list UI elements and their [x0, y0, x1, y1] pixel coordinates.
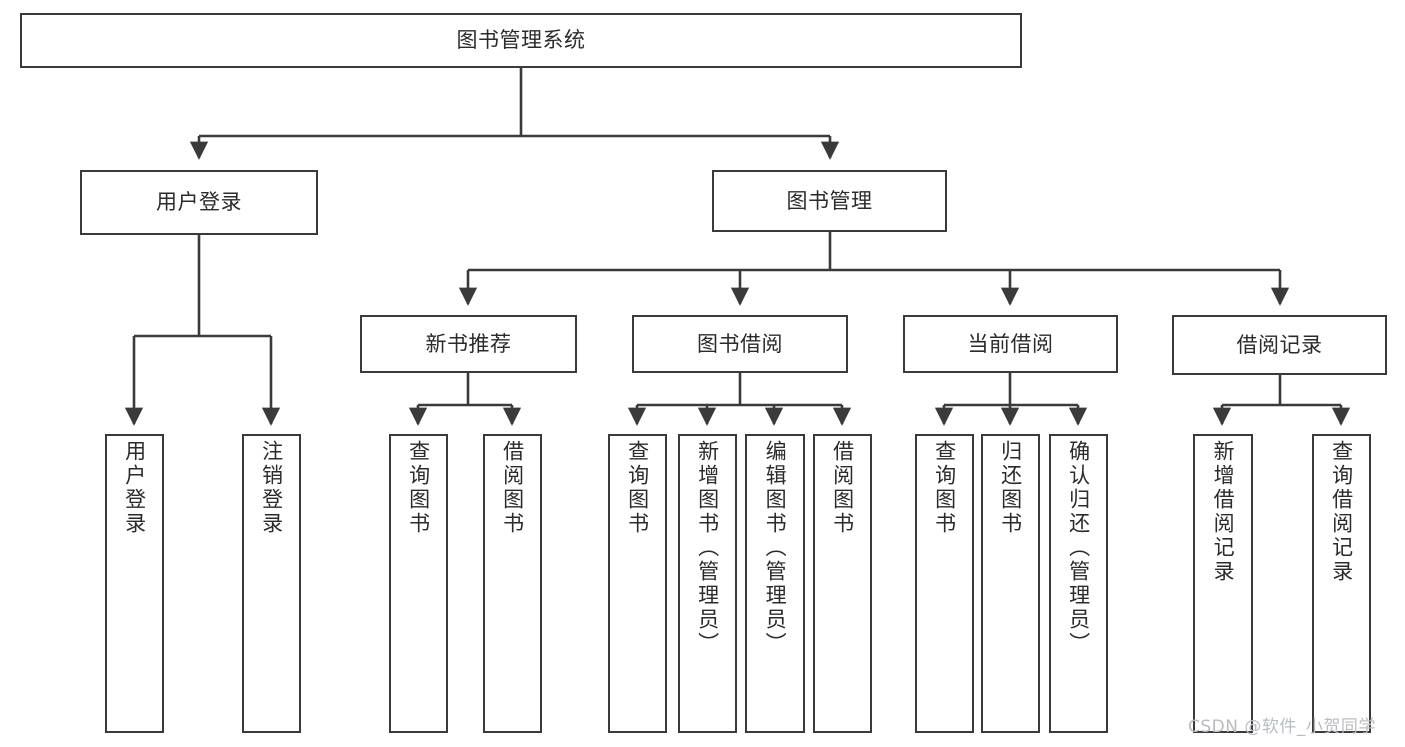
node-leaf-query-borrow-record[interactable]: 查询借阅记录	[1312, 434, 1371, 733]
node-leaf-query-book-borrow[interactable]: 查询图书	[608, 434, 667, 733]
node-label: 新增借阅记录	[1211, 440, 1236, 584]
node-borrow-record[interactable]: 借阅记录	[1172, 315, 1387, 375]
node-label: 注销登录	[259, 440, 284, 536]
node-leaf-add-book-admin[interactable]: 新增图书（管理员）	[678, 434, 737, 733]
node-label: 借阅记录	[1236, 332, 1323, 357]
node-label: 新增图书（管理员）	[695, 440, 720, 656]
node-label: 查询图书	[406, 440, 431, 536]
node-label: 编辑图书（管理员）	[763, 440, 788, 656]
node-new-book-recommend[interactable]: 新书推荐	[360, 315, 577, 373]
node-label: 查询图书	[625, 440, 650, 536]
node-leaf-user-login[interactable]: 用户登录	[105, 434, 164, 733]
node-leaf-query-book-current[interactable]: 查询图书	[915, 434, 974, 733]
node-label: 借阅图书	[830, 440, 855, 536]
node-root-system[interactable]: 图书管理系统	[20, 13, 1022, 68]
node-user-login[interactable]: 用户登录	[80, 170, 318, 235]
node-leaf-add-borrow-record[interactable]: 新增借阅记录	[1193, 434, 1253, 733]
node-label: 用户登录	[156, 190, 242, 215]
node-leaf-return-book[interactable]: 归还图书	[981, 434, 1040, 733]
node-book-borrow[interactable]: 图书借阅	[632, 315, 848, 373]
node-leaf-borrow-book[interactable]: 借阅图书	[813, 434, 872, 733]
node-label: 查询图书	[932, 440, 957, 536]
node-current-borrow[interactable]: 当前借阅	[903, 315, 1118, 373]
node-label: 图书借阅	[697, 331, 783, 356]
node-label: 查询借阅记录	[1329, 440, 1354, 584]
node-label: 新书推荐	[425, 331, 512, 356]
watermark-credit: CSDN @软件_小贺同学	[1188, 717, 1376, 737]
node-label: 借阅图书	[500, 440, 525, 536]
node-label: 用户登录	[122, 440, 147, 536]
node-label: 当前借阅	[967, 331, 1054, 356]
node-book-management[interactable]: 图书管理	[712, 170, 947, 232]
node-label: 图书管理系统	[456, 28, 586, 53]
node-leaf-confirm-return-admin[interactable]: 确认归还（管理员）	[1049, 434, 1108, 733]
node-leaf-edit-book-admin[interactable]: 编辑图书（管理员）	[745, 434, 805, 733]
node-label: 确认归还（管理员）	[1066, 440, 1091, 656]
node-label: 归还图书	[998, 440, 1023, 536]
node-leaf-query-book-recommend[interactable]: 查询图书	[389, 434, 448, 733]
node-leaf-logout[interactable]: 注销登录	[242, 434, 301, 733]
node-leaf-borrow-book-recommend[interactable]: 借阅图书	[483, 434, 542, 733]
node-label: 图书管理	[786, 188, 873, 213]
